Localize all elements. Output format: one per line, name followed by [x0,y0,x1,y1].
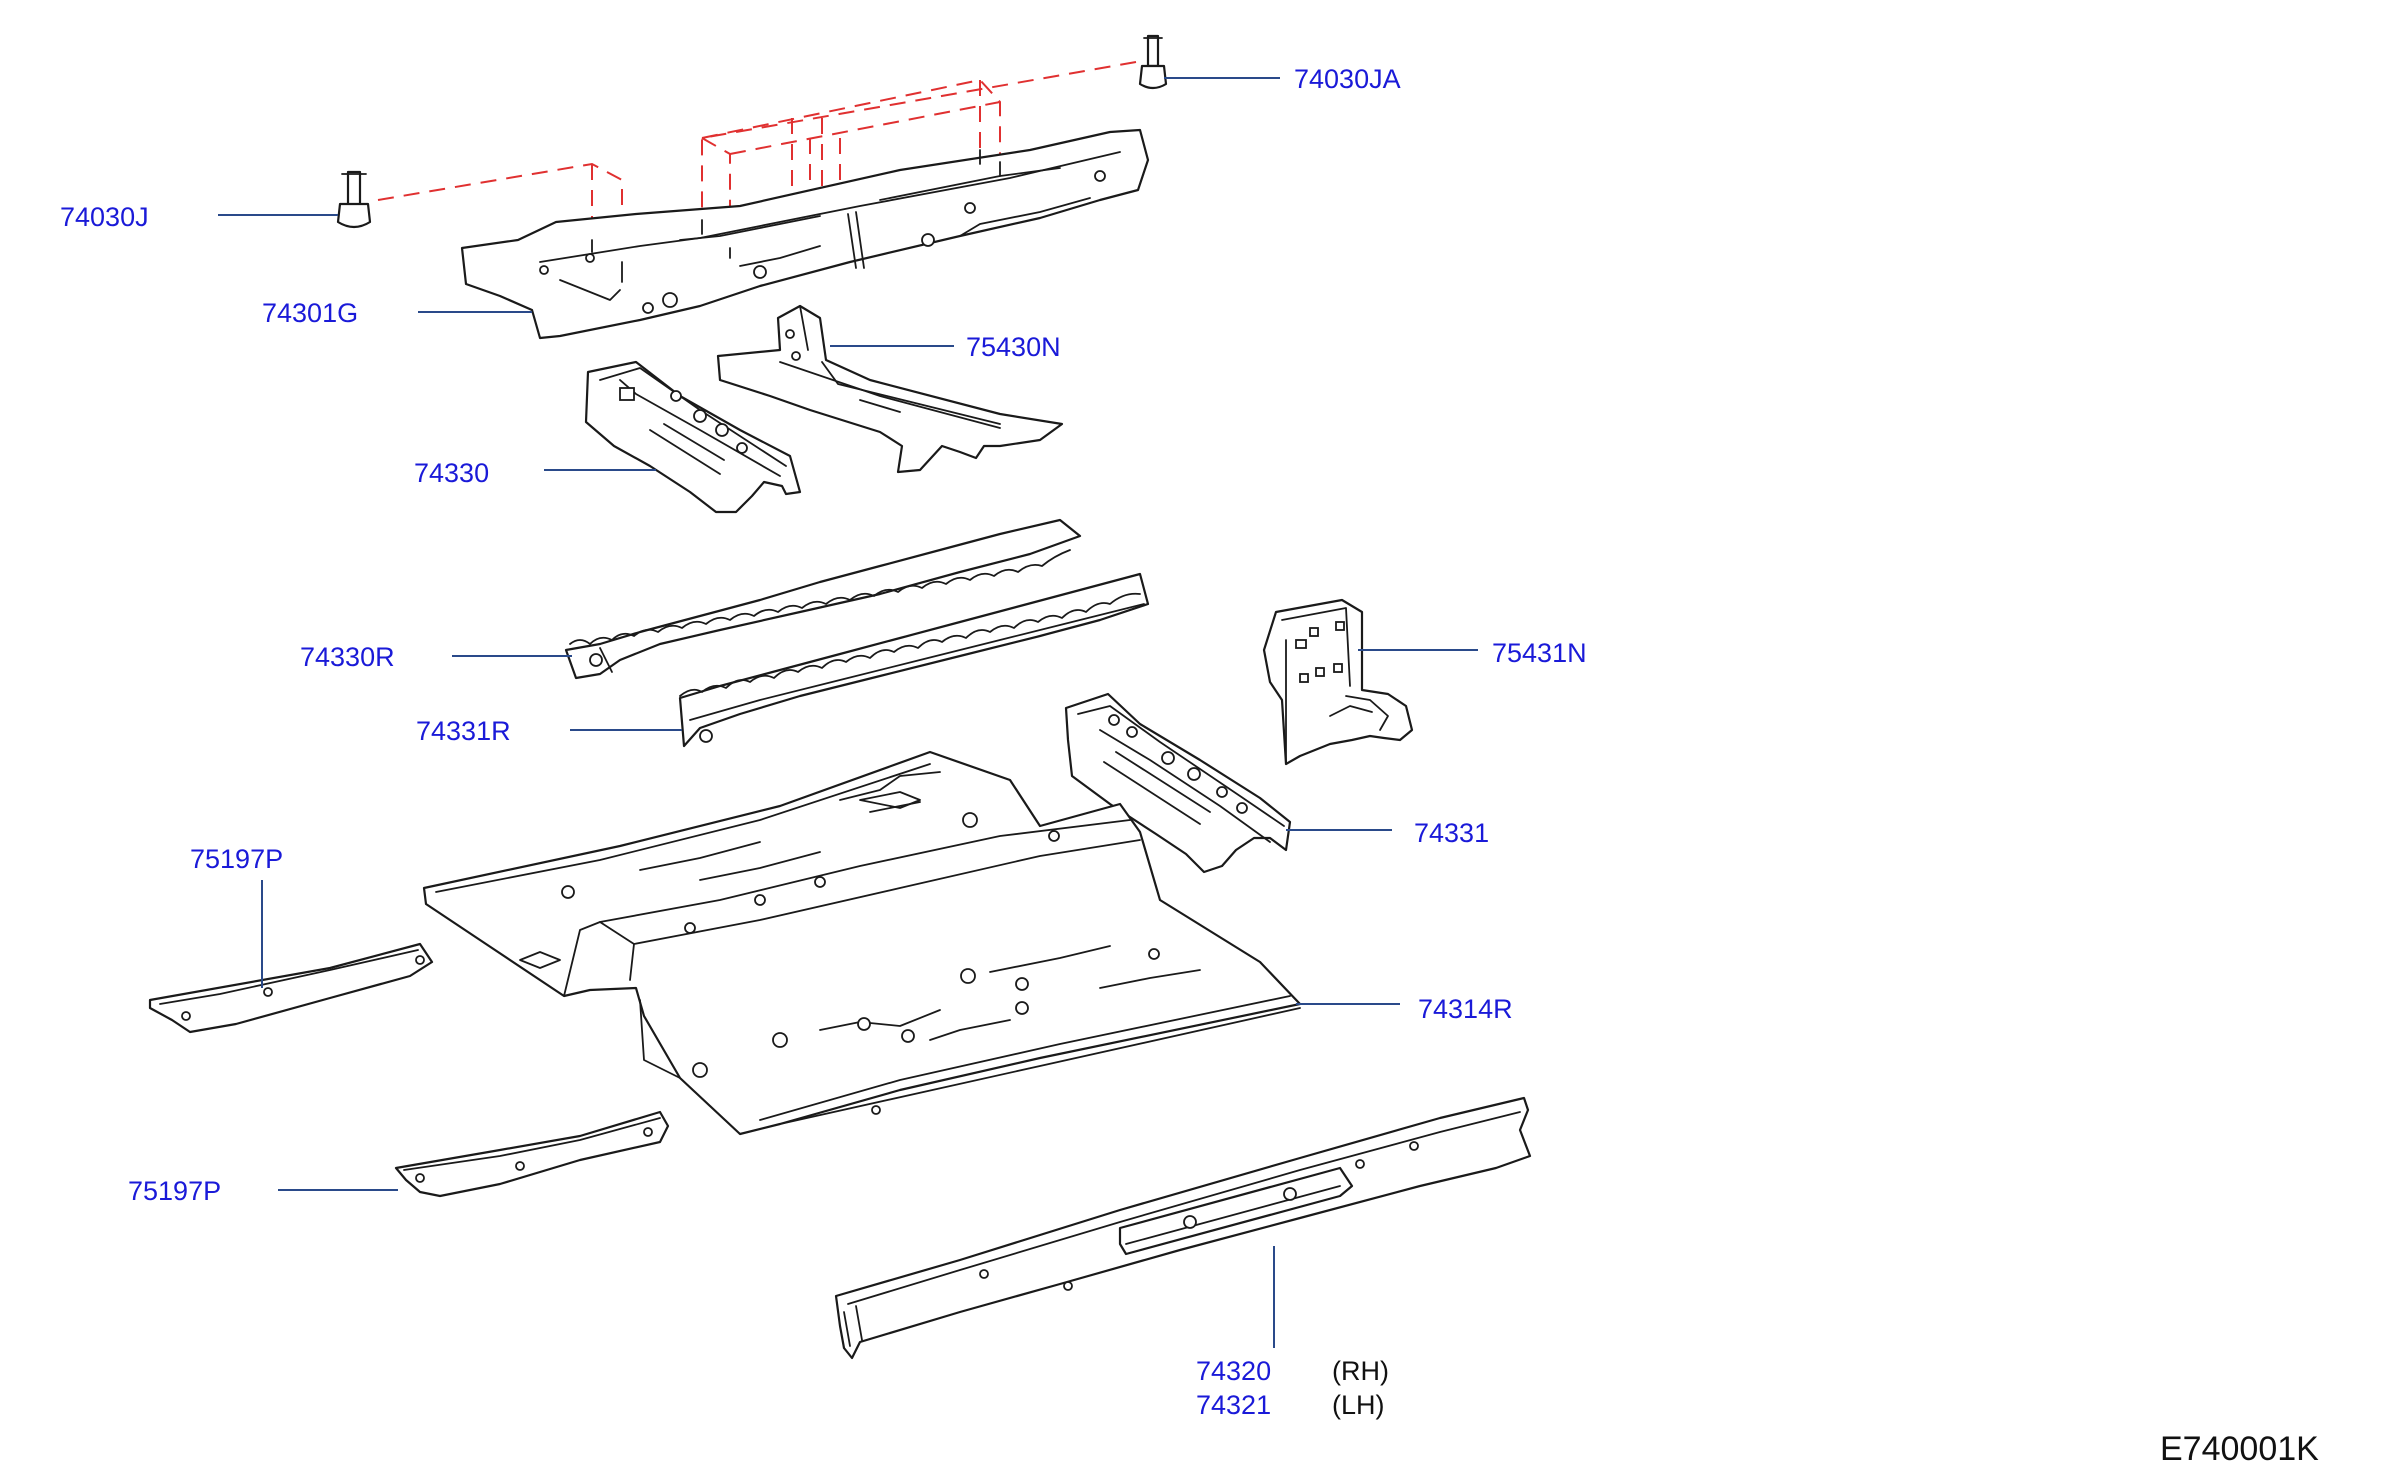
part-75197P-lower [394,1110,670,1198]
label-74331R: 74331R [416,716,511,746]
label-74320: 74320 [1196,1356,1272,1386]
label-74331: 74331 [1414,818,1490,848]
part-74331R [678,572,1150,748]
part-75430N [716,304,1064,474]
part-74320-74321 [834,1096,1532,1360]
diagram-code: E740001K [2160,1430,2319,1468]
label-74301G: 74301G [262,298,359,328]
label-74321: 74321 [1196,1390,1272,1420]
part-74331 [1064,692,1292,874]
bolt-74030JA [1138,34,1168,90]
part-74330 [584,360,802,514]
label-75431N: 75431N [1492,638,1587,668]
label-74314R: 74314R [1418,994,1513,1024]
label-74030J: 74030J [60,202,149,232]
part-74314R [422,750,1302,1136]
label-75197P-lower: 75197P [128,1176,222,1206]
part-74301G [460,128,1150,340]
label-74321-side: (LH) [1332,1390,1385,1420]
label-75430N: 75430N [966,332,1061,362]
part-74330R [564,518,1082,680]
label-74330: 74330 [414,458,490,488]
part-75197P-upper [148,942,434,1034]
label-75197P-upper: 75197P [190,844,284,874]
label-74030JA: 74030JA [1294,64,1401,94]
bolt-74030J [336,170,372,229]
label-74320-side: (RH) [1332,1356,1389,1386]
part-75431N [1262,598,1414,766]
label-74330R: 74330R [300,642,395,672]
leader-lines [218,77,1478,1348]
